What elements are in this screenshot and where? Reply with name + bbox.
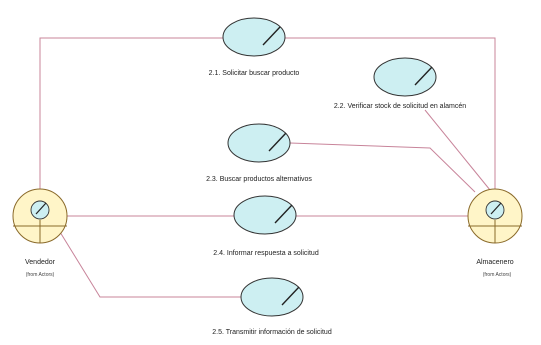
use-case-2-4[interactable]: 2.4. Informar respuesta a solicitud bbox=[213, 195, 319, 257]
actor-vendedor-name: Vendedor bbox=[25, 259, 56, 266]
use-case-2-3-label: 2.3. Buscar productos alternativos bbox=[206, 176, 312, 183]
use-case-2-1[interactable]: 2.1. Solicitar buscar producto bbox=[209, 17, 300, 77]
actor-vendedor-source: (from Actors) bbox=[26, 272, 55, 278]
use-case-2-2-ellipse bbox=[373, 57, 437, 97]
link-vendedor-2-1-almacenero bbox=[39, 37, 496, 190]
use-case-2-3[interactable]: 2.3. Buscar productos alternativos bbox=[206, 123, 312, 183]
use-case-2-1-label: 2.1. Solicitar buscar producto bbox=[209, 70, 300, 77]
use-case-2-1-ellipse bbox=[222, 17, 286, 57]
link-2-3-almacenero bbox=[289, 142, 476, 193]
use-case-2-3-ellipse bbox=[227, 123, 291, 163]
use-case-2-4-mark bbox=[274, 204, 293, 224]
use-case-2-5-ellipse bbox=[240, 277, 304, 317]
use-case-2-3-mark bbox=[268, 132, 287, 152]
use-case-2-5-label: 2.5. Transmitir información de solicitud bbox=[212, 329, 332, 336]
actor-almacenero[interactable]: Almacenero (from Actors) bbox=[467, 188, 523, 278]
actor-almacenero-name: Almacenero bbox=[476, 259, 513, 266]
use-case-2-2-label: 2.2. Verificar stock de solicitud en ala… bbox=[334, 103, 466, 110]
use-case-2-4-label: 2.4. Informar respuesta a solicitud bbox=[213, 250, 319, 257]
use-case-2-5-mark bbox=[281, 286, 300, 306]
link-2-2-almacenero bbox=[424, 109, 491, 191]
actor-almacenero-source: (from Actors) bbox=[483, 272, 512, 278]
use-case-2-4-ellipse bbox=[233, 195, 297, 235]
use-case-2-2-mark bbox=[414, 66, 433, 86]
actor-almacenero-head-mark bbox=[490, 202, 502, 215]
actor-vendedor-head-mark bbox=[35, 202, 47, 215]
use-case-2-2[interactable]: 2.2. Verificar stock de solicitud en ala… bbox=[334, 57, 466, 110]
use-case-2-5[interactable]: 2.5. Transmitir información de solicitud bbox=[212, 277, 332, 336]
actor-vendedor[interactable]: Vendedor (from Actors) bbox=[12, 188, 68, 278]
link-vendedor-2-5 bbox=[59, 231, 242, 298]
use-case-2-1-mark bbox=[262, 26, 281, 46]
